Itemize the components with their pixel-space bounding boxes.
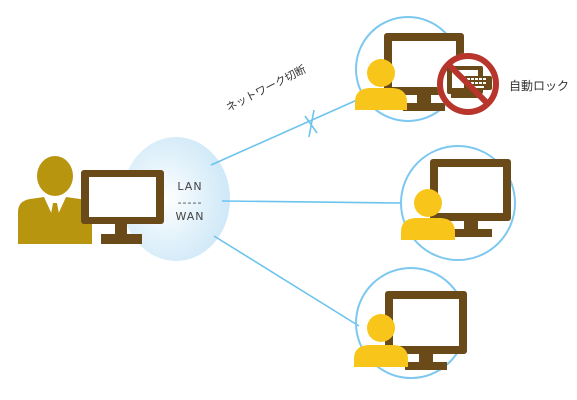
wan-label: WAN <box>175 210 205 223</box>
user-person-icon <box>401 189 455 240</box>
user-person-icon <box>355 59 407 110</box>
monitor-icon <box>430 159 511 237</box>
lan-wan-separator: ----- <box>177 196 203 209</box>
auto-lock-label: 自動ロック <box>509 79 570 93</box>
link-line-top <box>210 99 358 166</box>
link-line-middle <box>221 200 402 204</box>
prohibited-icon <box>437 53 499 115</box>
user-person-icon <box>354 314 408 367</box>
gateway-glow <box>122 137 230 261</box>
client-ring-middle <box>400 145 516 261</box>
admin-monitor-icon <box>81 170 164 244</box>
monitor-icon <box>385 291 467 370</box>
lan-label: LAN <box>177 180 203 193</box>
link-line-bottom <box>213 235 360 327</box>
disconnect-cross-icon <box>304 109 318 138</box>
admin-person-icon <box>18 156 92 244</box>
